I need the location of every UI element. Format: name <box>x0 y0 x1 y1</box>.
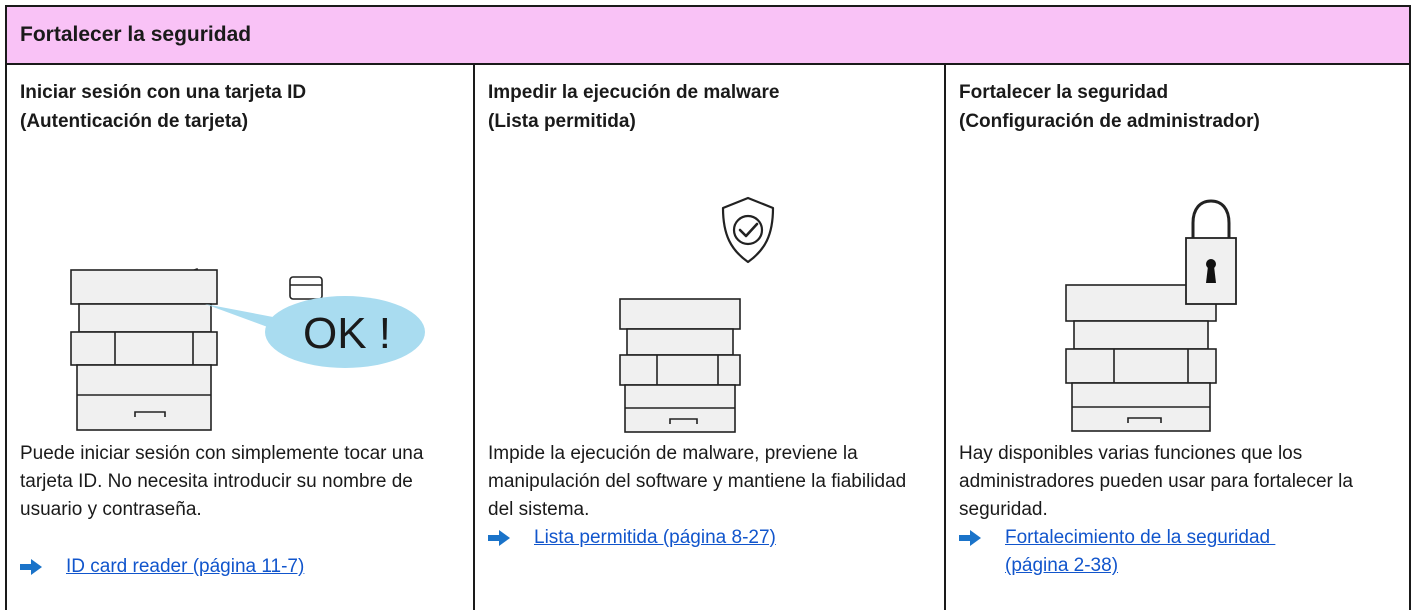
printer-icon <box>1065 284 1217 432</box>
card-title-line1: Impedir la ejecución de malware <box>488 82 780 103</box>
feature-card-login: Iniciar sesión con una tarjeta ID (Auten… <box>7 65 473 610</box>
card-description: Hay disponibles varias funciones que los… <box>959 443 1353 520</box>
arrow-right-icon <box>20 553 46 581</box>
arrow-right-icon <box>959 524 985 552</box>
security-section: Fortalecer la seguridad Iniciar sesión c… <box>5 5 1411 610</box>
reference-link[interactable]: Fortalecimiento de la seguridad <box>1005 527 1276 548</box>
card-title: Fortalecer la seguridad (Configuración d… <box>959 78 1260 136</box>
card-description: Puede iniciar sesión con simplemente toc… <box>20 443 424 520</box>
card-icon <box>289 276 323 300</box>
ok-speech-bubble: OK ! <box>205 296 425 368</box>
arrow-right-icon <box>488 524 514 552</box>
card-title-line2: (Autenticación de tarjeta) <box>20 111 249 132</box>
bubble-text: OK ! <box>303 309 391 358</box>
printer-shield-illustration <box>619 196 775 433</box>
card-title: Impedir la ejecución de malware (Lista p… <box>488 78 779 136</box>
section-header: Fortalecer la seguridad <box>7 7 1409 65</box>
reference-link-page[interactable]: (página 2-38) <box>1005 555 1119 576</box>
printer-icon <box>70 267 218 431</box>
printer-lock-illustration <box>1065 199 1237 432</box>
reference-link[interactable]: ID card reader (página 11-7) <box>66 556 305 577</box>
padlock-icon <box>1185 199 1237 305</box>
section-title: Fortalecer la seguridad <box>20 23 252 46</box>
reference-row: Lista permitida (página 8-27) <box>488 524 776 552</box>
card-title: Iniciar sesión con una tarjeta ID (Auten… <box>20 78 306 136</box>
card-description: Impide la ejecución de malware, previene… <box>488 443 907 520</box>
shield-check-icon <box>721 196 775 264</box>
card-title-line1: Iniciar sesión con una tarjeta ID <box>20 82 307 103</box>
card-title-line2: (Lista permitida) <box>488 111 636 132</box>
reference-row: ID card reader (página 11-7) <box>20 553 304 581</box>
card-title-line1: Fortalecer la seguridad <box>959 82 1169 103</box>
printer-card-illustration: OK ! <box>70 267 425 431</box>
reference-link[interactable]: Lista permitida (página 8-27) <box>534 527 776 548</box>
feature-card-admin: Fortalecer la seguridad (Configuración d… <box>944 65 1409 610</box>
feature-card-allowlist: Impedir la ejecución de malware (Lista p… <box>473 65 944 610</box>
reference-row: Fortalecimiento de la seguridad (página … <box>959 524 1275 580</box>
feature-columns: Iniciar sesión con una tarjeta ID (Auten… <box>7 65 1409 610</box>
card-title-line2: (Configuración de administrador) <box>959 111 1260 132</box>
printer-icon <box>619 298 741 433</box>
